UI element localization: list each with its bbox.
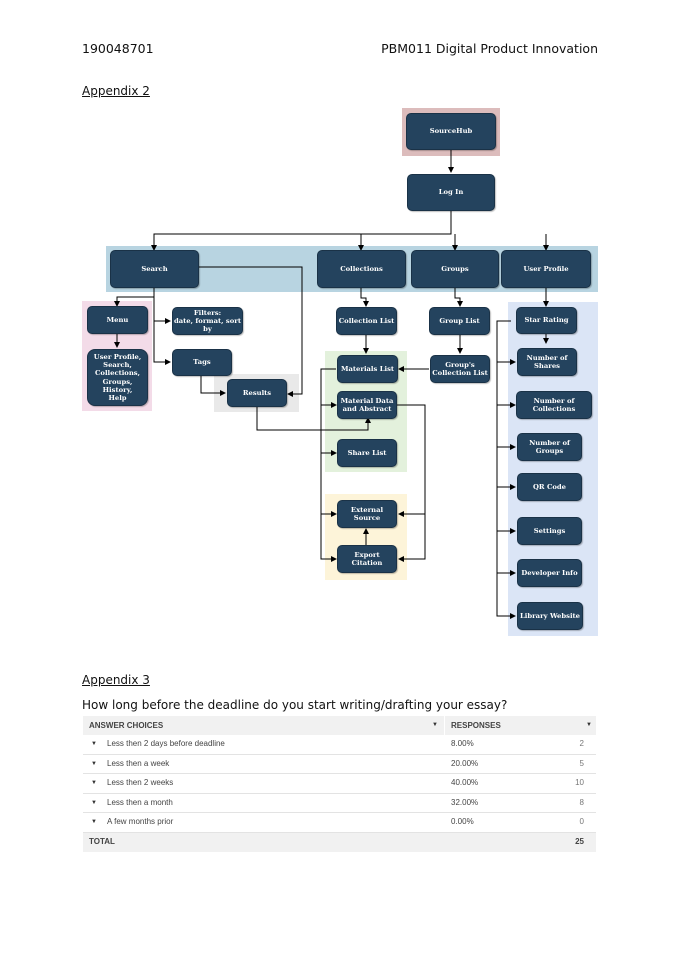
expand-caret-icon[interactable]: ▼	[91, 760, 97, 767]
node-external-source: External Source	[337, 500, 397, 528]
response-percent: 32.00%	[451, 797, 479, 807]
response-count: 2	[579, 739, 584, 748]
node-groups: Groups	[411, 250, 499, 288]
node-groups-collection-list: Group's Collection List	[430, 355, 490, 383]
answer-label: A few months prior	[107, 817, 174, 827]
node-materials-list: Materials List	[337, 355, 398, 383]
node-settings: Settings	[517, 517, 582, 545]
node-tags: Tags	[172, 349, 232, 376]
column-divider	[444, 716, 445, 735]
node-collection-list: Collection List	[336, 307, 397, 335]
expand-caret-icon[interactable]: ▼	[91, 780, 97, 787]
node-search: Search	[110, 250, 199, 288]
table-row: ▼ Less then 2 weeks 40.00% 10	[83, 774, 596, 794]
node-number-of-shares: Number of Shares	[517, 348, 577, 376]
answer-choices-header: ANSWER CHOICES	[89, 721, 164, 730]
node-export-citation: Export Citation	[337, 545, 397, 573]
node-group-list: Group List	[429, 307, 490, 335]
node-number-of-groups: Number of Groups	[517, 433, 582, 461]
header-module-title: PBM011 Digital Product Innovation	[381, 41, 598, 56]
survey-question: How long before the deadline do you star…	[82, 698, 508, 712]
responses-header: RESPONSES	[451, 721, 501, 730]
table-total-row: TOTAL 25	[83, 832, 596, 852]
response-count: 10	[575, 778, 584, 788]
total-label: TOTAL	[89, 836, 115, 846]
total-count: 25	[575, 836, 584, 846]
appendix-3-heading: Appendix 3	[82, 673, 150, 687]
answer-label: Less then a month	[107, 797, 173, 807]
node-material-data: Material Data and Abstract	[337, 391, 397, 419]
table-row: ▼ A few months prior 0.00% 0	[83, 813, 596, 833]
node-results: Results	[227, 379, 287, 407]
response-count: 5	[579, 758, 584, 768]
answer-label: Less then a week	[107, 758, 170, 768]
node-number-of-collections: Number of Collections	[516, 391, 592, 419]
node-collections: Collections	[317, 250, 406, 288]
answer-label: Less then 2 weeks	[107, 778, 174, 788]
node-menu: Menu	[87, 306, 148, 334]
node-sourcehub: SourceHub	[406, 113, 496, 150]
response-count: 8	[579, 797, 584, 807]
table-row: ▼ Less then a month 32.00% 8	[83, 794, 596, 814]
table-row: ▼ Less then a week 20.00% 5	[83, 755, 596, 775]
response-percent: 20.00%	[451, 758, 479, 768]
header-student-id: 190048701	[82, 41, 154, 56]
response-percent: 8.00%	[451, 739, 474, 748]
node-star-rating: Star Rating	[516, 307, 577, 334]
node-filters: Filters: date, format, sort by	[172, 307, 243, 335]
table-row: ▼ Less then 2 days before deadline 8.00%…	[83, 735, 596, 755]
node-qr-code: QR Code	[517, 473, 582, 501]
node-developer-info: Developer Info	[517, 559, 582, 587]
response-count: 0	[579, 817, 584, 827]
sort-caret-icon[interactable]: ▼	[432, 722, 438, 728]
node-log-in: Log In	[407, 174, 495, 211]
table-header: ANSWER CHOICES ▼ RESPONSES ▼	[83, 716, 596, 735]
response-percent: 40.00%	[451, 778, 479, 788]
appendix-2-heading: Appendix 2	[82, 84, 150, 98]
node-library-website: Library Website	[517, 602, 583, 630]
expand-caret-icon[interactable]: ▼	[91, 741, 97, 747]
node-menu-items: User Profile, Search, Collections, Group…	[87, 349, 148, 406]
node-user-profile: User Profile	[501, 250, 591, 288]
survey-results-table: ANSWER CHOICES ▼ RESPONSES ▼ ▼ Less then…	[83, 716, 596, 852]
expand-caret-icon[interactable]: ▼	[91, 819, 97, 826]
response-percent: 0.00%	[451, 817, 474, 827]
answer-label: Less then 2 days before deadline	[107, 739, 225, 748]
expand-caret-icon[interactable]: ▼	[91, 799, 97, 806]
sort-caret-icon[interactable]: ▼	[586, 722, 592, 728]
node-share-list: Share List	[337, 439, 397, 467]
